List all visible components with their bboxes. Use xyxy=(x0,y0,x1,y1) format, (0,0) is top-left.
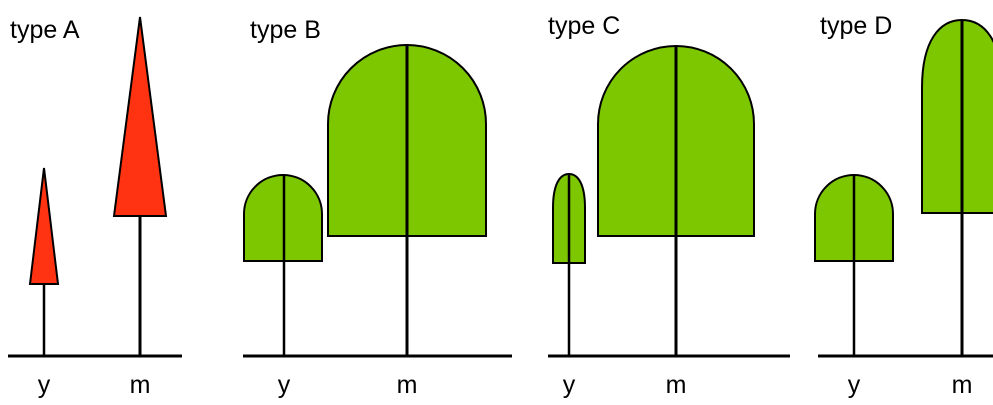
panel-type-a: type A y m xyxy=(8,16,182,399)
mature-tree-d xyxy=(921,18,993,356)
young-label: y xyxy=(278,371,291,399)
mature-tree-b xyxy=(327,44,487,356)
panel-type-d: type D y m xyxy=(814,12,993,399)
panel-title-type-d: type D xyxy=(820,12,892,40)
young-label: y xyxy=(38,371,51,399)
mature-label: m xyxy=(130,371,151,399)
mature-tree-c xyxy=(597,45,755,356)
young-label: y xyxy=(848,371,861,399)
young-tree-c xyxy=(552,172,586,356)
mature-label: m xyxy=(666,371,687,399)
crown-cone xyxy=(112,16,168,217)
panel-type-c: type C y m xyxy=(548,12,790,399)
panel-type-b: type B y m xyxy=(243,16,512,399)
mature-label: m xyxy=(952,371,973,399)
panel-title-type-a: type A xyxy=(10,16,80,44)
crown-cone xyxy=(28,167,60,285)
panel-title-type-c: type C xyxy=(548,12,620,40)
young-tree-a xyxy=(28,167,60,356)
crown-dome xyxy=(921,18,993,214)
young-tree-b xyxy=(243,174,323,356)
mature-label: m xyxy=(397,371,418,399)
young-tree-d xyxy=(814,174,894,356)
panel-title-type-b: type B xyxy=(250,16,321,44)
young-label: y xyxy=(563,371,576,399)
mature-tree-a xyxy=(112,16,168,356)
